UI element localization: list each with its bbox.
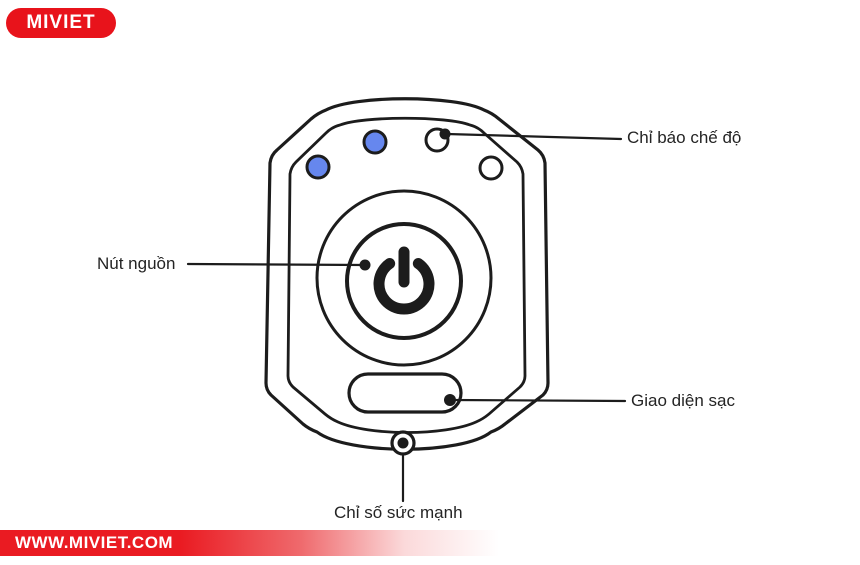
mode-led-row [305,127,504,181]
callout-line-power [186,262,366,267]
led-indicator-4 [478,155,504,181]
power-icon [373,246,435,315]
strength-indicator-label: Chỉ số sức mạnh [334,503,463,522]
device-outer-outline [264,97,550,451]
charging-port-label: Giao diện sạc [631,391,735,410]
footer-bar: WWW.MIVIET.COM [0,530,860,556]
callout-lines [186,128,627,503]
power-button-label: Nút nguồn [97,254,176,273]
brand-logo: MIVIET [6,8,116,38]
power-icon-arc [373,258,435,315]
mode-indicator-label: Chỉ báo chế độ [627,128,742,147]
power-button-ring [345,222,463,340]
callout-dot-power [359,259,371,271]
callout-dot-mode [439,128,451,140]
device-inner-outline [286,116,527,434]
brand-logo-text: MIVIET [26,12,96,33]
callout-dot-charge [444,394,456,406]
strength-indicator-inner [397,437,409,449]
callout-line-mode [445,132,623,141]
led-indicator-2 [362,129,388,155]
charging-port [347,372,463,414]
callout-line-charge [450,398,627,403]
footer-website-url: WWW.MIVIET.COM [15,533,174,552]
power-button-outer-ring [315,189,493,367]
led-indicator-1 [305,154,331,180]
strength-indicator-dot [390,430,416,456]
